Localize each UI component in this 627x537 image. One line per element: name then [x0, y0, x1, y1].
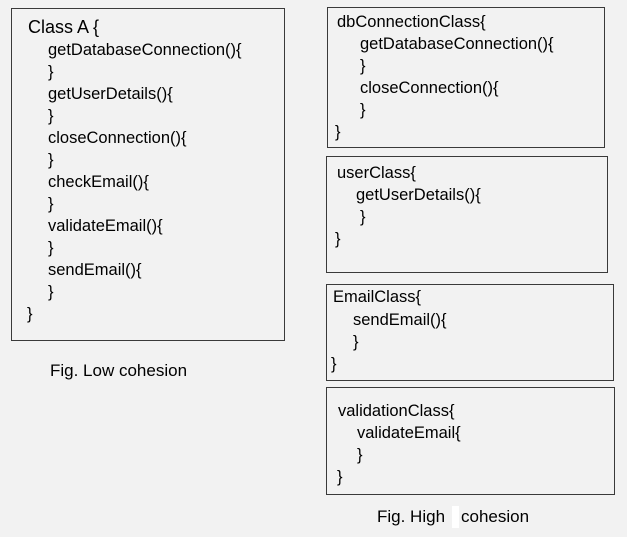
- class-a-line: sendEmail(){: [48, 261, 142, 279]
- db-connection-class-line: closeConnection(){: [360, 79, 499, 97]
- class-a-line: checkEmail(){: [48, 173, 149, 191]
- high-cohesion-caption-part1: Fig. High: [377, 507, 446, 526]
- validation-class-line: }: [357, 446, 363, 464]
- db-connection-class-line: }: [360, 57, 366, 75]
- user-class-line: }: [360, 208, 366, 226]
- class-a-title: Class A {: [28, 17, 100, 37]
- class-a-line: }: [48, 239, 54, 257]
- email-class-line: }: [353, 333, 359, 351]
- db-connection-class-box: [327, 7, 605, 148]
- user-class-line: getUserDetails(){: [356, 186, 481, 204]
- db-connection-class-title: dbConnectionClass{: [337, 13, 486, 31]
- class-a-line: getDatabaseConnection(){: [48, 41, 242, 59]
- class-a-line: }: [48, 151, 54, 169]
- db-connection-class-line: }: [360, 101, 366, 119]
- validation-class-title: validationClass{: [338, 402, 455, 420]
- user-class-box: [326, 156, 608, 273]
- low-cohesion-caption: Fig. Low cohesion: [50, 361, 188, 380]
- email-class-line: sendEmail(){: [353, 311, 447, 329]
- class-a-box: [11, 8, 285, 341]
- class-a-line: closeConnection(){: [48, 129, 187, 147]
- caption-gap: [452, 506, 459, 528]
- user-class-title: userClass{: [337, 164, 416, 182]
- db-connection-class-close: }: [335, 123, 341, 141]
- class-a-line: }: [48, 283, 54, 301]
- db-connection-class-line: getDatabaseConnection(){: [360, 35, 554, 53]
- class-a-line: validateEmail(){: [48, 217, 163, 235]
- class-a-line: }: [48, 195, 54, 213]
- email-class-close: }: [331, 355, 337, 373]
- class-a-line: getUserDetails(){: [48, 85, 173, 103]
- validation-class-box: [326, 387, 615, 495]
- class-a-line: }: [48, 107, 54, 125]
- email-class-title: EmailClass{: [333, 288, 422, 306]
- validation-class-close: }: [337, 468, 343, 486]
- validation-class-line: validateEmail{: [357, 424, 461, 442]
- high-cohesion-caption-part2: cohesion: [461, 507, 530, 526]
- class-a-line: }: [48, 63, 54, 81]
- email-class-box: [326, 284, 614, 381]
- user-class-close: }: [335, 230, 341, 248]
- class-a-close: }: [27, 305, 33, 323]
